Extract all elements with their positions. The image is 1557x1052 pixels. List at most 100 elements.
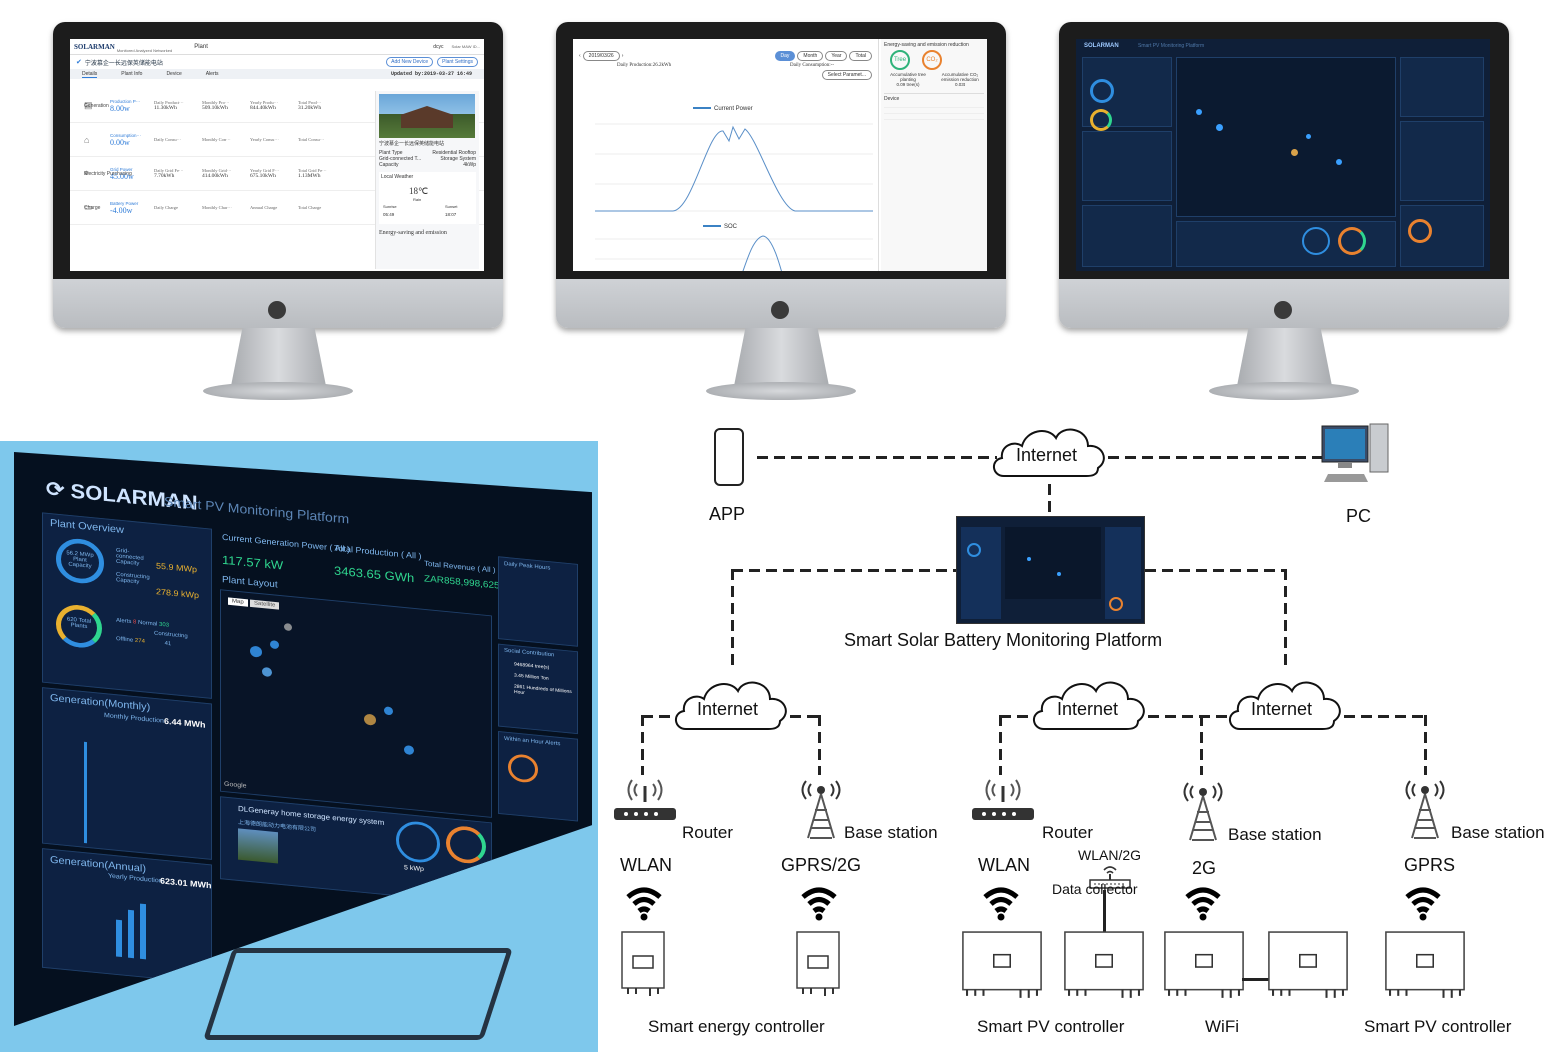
base-station-label-2: Base station — [1228, 825, 1322, 844]
flow-row-battery: ▭ Charge Battery Power-4.00w Daily Charg… — [70, 191, 484, 225]
link-platform-left — [732, 569, 956, 572]
wlan2g-label: WLAN/2G — [1078, 847, 1142, 863]
row-key: Grid Power — [110, 166, 133, 172]
tv-offline-value: 274 — [134, 638, 145, 645]
power-led — [1274, 301, 1292, 319]
grid-type-label: Grid-connected T... — [379, 156, 422, 162]
brand-subtitle: Monitored Analyzed Networked — [116, 48, 173, 53]
platform-thumbnail — [956, 516, 1145, 624]
tv-map-marker[interactable] — [262, 666, 272, 678]
link-internet-platform — [1048, 484, 1051, 516]
2g-label: 2G — [1192, 858, 1217, 878]
pv-inverter-icon — [960, 930, 1044, 1002]
cell-header: Monthly Pro··· — [202, 100, 230, 105]
next-date-icon[interactable]: › — [621, 53, 624, 59]
updated-time: Updated by:2019-03-27 16:49 — [390, 71, 472, 77]
link-branch — [1200, 715, 1203, 775]
range-month[interactable]: Month — [797, 51, 824, 61]
tv-map-marker[interactable] — [250, 645, 262, 658]
plant-photo — [379, 94, 475, 138]
tab-device[interactable]: Device — [166, 71, 182, 77]
cell-header: Monthly Grid··· — [202, 168, 232, 173]
tv-total-revenue-label: Total Revenue ( All ) — [424, 559, 496, 575]
cell-header: Annual Charge — [250, 205, 278, 210]
link-platform-right — [1145, 569, 1287, 572]
energy-saving-title: Energy-saving and emission — [379, 230, 447, 236]
house-icon: ⌂ — [84, 134, 90, 145]
link-branch — [790, 715, 820, 718]
prev-date-icon[interactable]: ‹ — [579, 53, 581, 59]
plant-settings-button[interactable]: Plant Settings — [437, 57, 478, 67]
tv-map-marker[interactable] — [284, 623, 292, 632]
tab-plant-info[interactable]: Plant Info — [121, 71, 143, 77]
range-year[interactable]: Year — [825, 51, 848, 61]
gprs2g-label: GPRS/2G — [781, 855, 862, 875]
tv-map-marker[interactable] — [404, 744, 414, 756]
platform-thumb-ring — [967, 543, 981, 557]
cell-header: Daily Charge — [154, 205, 179, 210]
plants-ring — [1090, 109, 1112, 131]
link-branch — [642, 715, 674, 718]
tab-details[interactable]: Details — [82, 70, 98, 78]
pv-inverter-icon — [1383, 930, 1467, 1002]
tv-map[interactable] — [220, 589, 492, 818]
link-branch — [641, 715, 644, 775]
range-day[interactable]: Day — [774, 51, 796, 61]
internet-label-top: Internet — [1016, 445, 1078, 465]
router-label-2: Router — [1042, 823, 1094, 842]
data-collector-icon — [1089, 866, 1131, 889]
parameter-select[interactable]: Select Paramet... — [821, 70, 872, 80]
add-device-button[interactable]: Add New Device — [386, 57, 434, 67]
tv-plant-photo — [238, 828, 278, 864]
tv-monthly-panel — [42, 687, 212, 860]
tv-map-marker[interactable] — [270, 640, 279, 650]
tv-normal-value: 303 — [159, 622, 170, 629]
cell-header: Total Prod··· — [298, 100, 322, 105]
tv-current-power-label: Current Generation Power ( All ) — [222, 532, 351, 554]
sunrise-label: Sunrise — [383, 204, 397, 209]
dashboard-brand: SOLARMAN — [1084, 43, 1119, 49]
tv-map-marker[interactable] — [384, 706, 393, 716]
tv-plant-layout-title: Plant Layout — [222, 574, 278, 591]
power-curve — [595, 125, 873, 212]
tv-monthly-bar — [84, 741, 87, 844]
data-collector-label: Data collector — [1052, 881, 1138, 897]
cell-header: Yearly Consu··· — [250, 137, 279, 142]
inverter-link — [1242, 978, 1270, 981]
link-branch — [1148, 715, 1228, 718]
map-marker — [1216, 124, 1223, 131]
date-picker[interactable]: 2019/03/26 — [582, 51, 620, 61]
tv-annual-bar — [128, 909, 134, 959]
power-gridlines — [595, 123, 873, 212]
monitor-stand — [1237, 328, 1332, 386]
capacity: 4kWp — [463, 162, 476, 168]
range-total[interactable]: Total — [849, 51, 872, 61]
legend-power: Current Power — [714, 106, 753, 112]
monitor-plant-details: SOLARMAN Monitored Analyzed Networked Pl… — [53, 22, 503, 407]
tree-label: Accumulative tree planting — [890, 72, 926, 82]
map-marker — [1196, 109, 1202, 115]
solar-panel-icon: ▤ — [84, 100, 93, 110]
monitor-stand — [734, 328, 829, 386]
daily-consumption: Daily Consumption:-- — [789, 63, 834, 68]
wlan-label-2: WLAN — [978, 855, 1031, 875]
tab-alerts[interactable]: Alerts — [205, 71, 219, 77]
row-label: Electricity Purchasing — [84, 170, 132, 177]
battery-icon: ▭ — [84, 202, 93, 212]
map-marker — [1291, 149, 1298, 156]
cell-header: Daily Product··· — [154, 100, 184, 105]
dashboard-title: Smart PV Monitoring Platform — [1138, 43, 1205, 49]
user-name[interactable]: dcyc — [433, 43, 444, 50]
device-title: Device — [884, 93, 984, 102]
row-key: Production P··· — [110, 98, 141, 104]
monitor-power-chart: ‹ 2019/03/26 › Day Month Year Total Dail… — [556, 22, 1006, 407]
power-led — [771, 301, 789, 319]
tv-map-marker[interactable] — [364, 713, 376, 726]
nav-plant[interactable]: Plant — [194, 43, 208, 50]
tv-annual-bar — [116, 919, 122, 958]
wlan-label-1: WLAN — [620, 855, 673, 875]
pv-inverter-icon — [1062, 930, 1146, 1002]
tv-annual-bar — [140, 903, 146, 960]
grid-type: Storage System — [440, 156, 476, 162]
